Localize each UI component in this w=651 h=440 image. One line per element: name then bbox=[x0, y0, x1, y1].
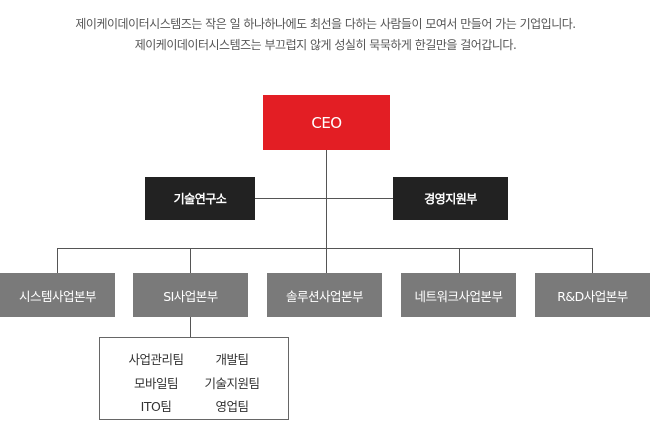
connector-div-5 bbox=[592, 248, 593, 273]
team-item: 사업관리팀 bbox=[128, 352, 184, 367]
connector-divisions bbox=[57, 248, 593, 249]
team-item: ITO팀 bbox=[140, 399, 172, 415]
connector-div-2 bbox=[190, 248, 191, 273]
si-teams-box: 사업관리팀 개발팀 모바일팀 기술지원팀 ITO팀 영업팀 bbox=[99, 337, 289, 420]
connector-div-1 bbox=[57, 248, 58, 273]
division-system: 시스템사업본부 bbox=[0, 273, 115, 317]
team-item: 모바일팀 bbox=[133, 375, 179, 391]
team-item: 개발팀 bbox=[215, 352, 249, 367]
ceo-box: CEO bbox=[263, 95, 390, 150]
intro-text: 제이케이데이터시스템즈는 작은 일 하나하나에도 최선을 다하는 사람들이 모여… bbox=[0, 14, 651, 56]
division-solution: 솔루션사업본부 bbox=[267, 273, 382, 317]
connector-si-teams bbox=[190, 317, 191, 337]
connector-staff bbox=[255, 198, 393, 199]
intro-line-2: 제이케이데이터시스템즈는 부끄럽지 않게 성실히 묵묵하게 한길만을 걸어갑니다… bbox=[134, 38, 517, 52]
team-item: 기술지원팀 bbox=[204, 375, 260, 391]
division-network: 네트워크사업본부 bbox=[401, 273, 516, 317]
team-item: 영업팀 bbox=[215, 399, 249, 415]
intro-line-1: 제이케이데이터시스템즈는 작은 일 하나하나에도 최선을 다하는 사람들이 모여… bbox=[75, 17, 576, 31]
division-si: SI사업본부 bbox=[133, 273, 248, 317]
management-support-box: 경영지원부 bbox=[393, 177, 508, 220]
connector-ceo-vertical bbox=[326, 150, 327, 248]
connector-div-4 bbox=[459, 248, 460, 273]
rnd-center-box: 기술연구소 bbox=[145, 177, 255, 220]
division-rnd: R&D사업본부 bbox=[535, 273, 650, 317]
connector-div-3 bbox=[326, 248, 327, 273]
